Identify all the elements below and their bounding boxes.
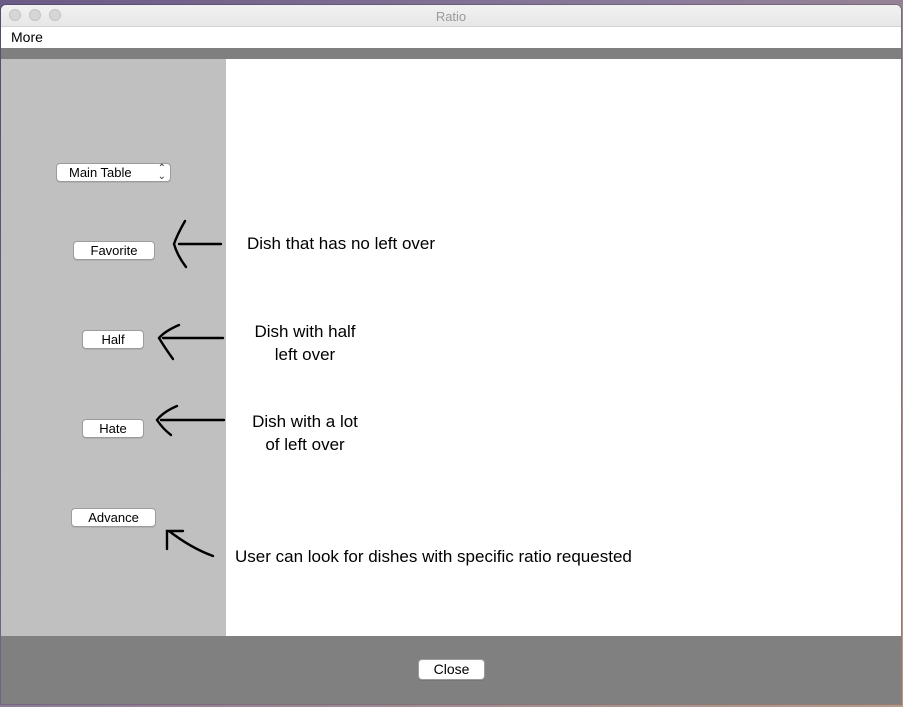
favorite-button[interactable]: Favorite (73, 241, 155, 260)
app-window: Ratio More Main Table ⌃⌄ Favorite Half H… (1, 5, 901, 704)
half-annotation-line2: left over (274, 345, 336, 364)
menu-more[interactable]: More (11, 29, 43, 45)
table-select-value: Main Table (69, 165, 132, 180)
close-button[interactable]: Close (418, 659, 485, 680)
hate-annotation-line2: of left over (265, 435, 345, 454)
hate-arrow-icon (155, 404, 226, 437)
zoom-window-icon[interactable] (49, 9, 61, 21)
sidebar-panel: Main Table ⌃⌄ Favorite Half Hate Advance (1, 59, 226, 636)
favorite-annotation: Dish that has no left over (247, 234, 436, 253)
advance-button[interactable]: Advance (71, 508, 156, 527)
table-select[interactable]: Main Table ⌃⌄ (56, 163, 171, 182)
advance-arrow-icon (165, 529, 215, 558)
top-divider-strip (1, 48, 901, 59)
menu-bar: More (1, 27, 901, 48)
minimize-window-icon[interactable] (29, 9, 41, 21)
content-panel (226, 59, 901, 636)
advance-annotation: User can look for dishes with specific r… (235, 547, 632, 566)
half-arrow-icon (157, 323, 225, 361)
select-chevron-icon: ⌃⌄ (157, 163, 166, 182)
footer-bar: Close (1, 636, 901, 704)
half-annotation-line1: Dish with half (254, 322, 356, 341)
half-button[interactable]: Half (82, 330, 144, 349)
hate-button[interactable]: Hate (82, 419, 144, 438)
hate-annotation-line1: Dish with a lot (252, 412, 358, 431)
annotation-arrows (155, 219, 226, 558)
title-bar[interactable]: Ratio (1, 5, 901, 27)
close-window-icon[interactable] (9, 9, 21, 21)
favorite-arrow-icon (172, 219, 223, 269)
window-title: Ratio (435, 9, 467, 24)
